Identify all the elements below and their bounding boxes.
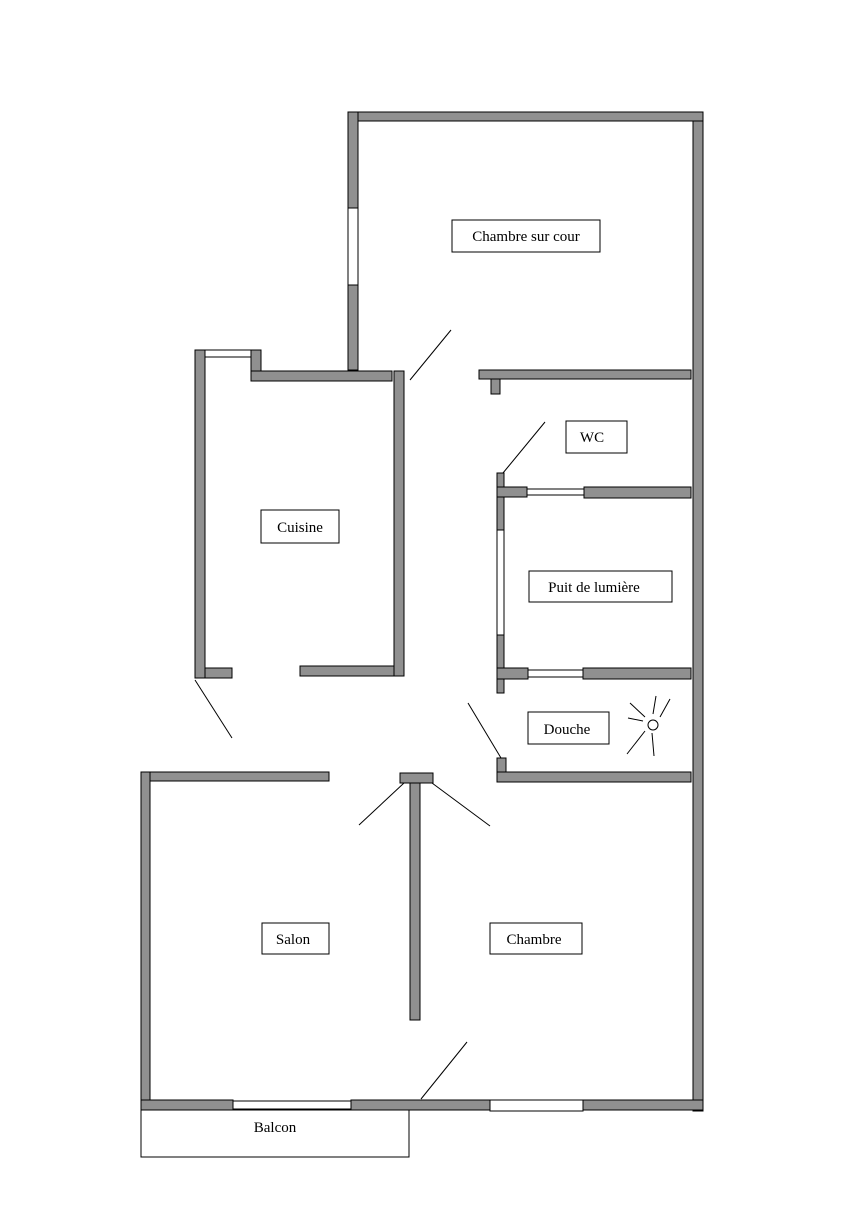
svg-text:Chambre: Chambre — [507, 932, 562, 948]
balcon-area — [140, 1109, 410, 1158]
window — [204, 349, 252, 358]
chambre-sur-cour-walls — [347, 111, 704, 1112]
cuisine-walls — [194, 349, 405, 679]
door-swing — [194, 679, 233, 739]
door-swing — [409, 329, 452, 381]
label-chambre-sur-cour: Chambre sur cour — [451, 219, 601, 253]
svg-text:Chambre sur cour: Chambre sur cour — [472, 229, 579, 245]
label-douche: Douche — [527, 711, 610, 745]
svg-text:Douche: Douche — [544, 722, 591, 738]
wc-puit-douche-walls — [496, 472, 692, 783]
window — [489, 1099, 584, 1112]
label-chambre: Chambre — [489, 922, 583, 955]
light-fixture-icon — [626, 695, 671, 757]
salon-chambre-walls — [140, 771, 704, 1112]
window — [232, 1100, 352, 1110]
label-salon: Salon — [261, 922, 330, 955]
door-swing — [467, 702, 502, 759]
label-wc: WC — [565, 420, 628, 454]
door-swing — [358, 782, 405, 826]
label-balcon: Balcon — [254, 1120, 297, 1136]
window — [526, 488, 585, 496]
window — [496, 529, 505, 636]
window — [527, 669, 584, 678]
label-cuisine: Cuisine — [260, 509, 340, 544]
door-swing — [431, 782, 491, 827]
svg-text:Salon: Salon — [276, 932, 311, 948]
svg-text:WC: WC — [580, 430, 604, 446]
label-puit-de-lumiere: Puit de lumière — [528, 570, 673, 603]
svg-text:Cuisine: Cuisine — [277, 520, 323, 536]
svg-text:Puit de lumière: Puit de lumière — [548, 580, 640, 596]
door-swing — [502, 421, 546, 474]
door-swing — [420, 1041, 468, 1100]
window — [347, 207, 359, 286]
